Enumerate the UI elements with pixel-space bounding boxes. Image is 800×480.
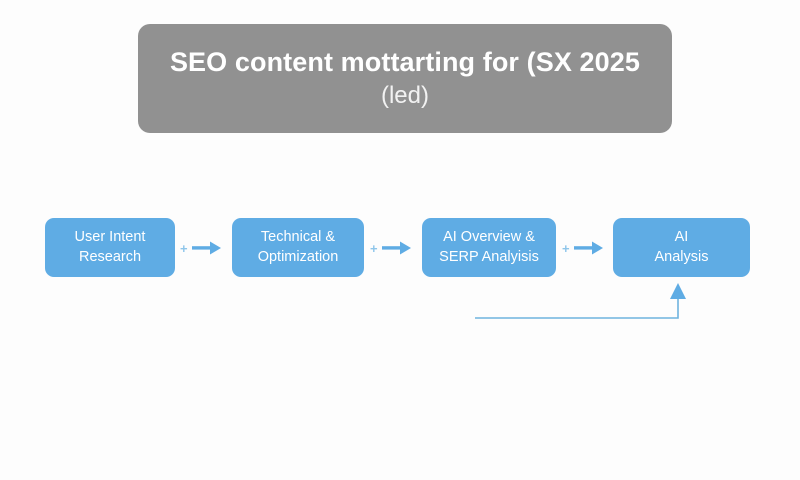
- flow-box-label-line-1: User Intent: [74, 228, 146, 245]
- process-flow-row: User Intent Research + Technical & Optim…: [0, 218, 800, 278]
- arrow-right-icon: [381, 241, 411, 255]
- arrow-right-icon: [573, 241, 603, 255]
- page-title-line-1: SEO content mottarting for (SX 2025: [169, 47, 641, 78]
- flow-box-label-line-1: AI: [674, 228, 689, 245]
- flow-box-label-line-1: AI Overview &: [443, 228, 535, 245]
- flow-box-label-line-1: Technical &: [260, 228, 336, 245]
- flow-box-label-line-2: Optimization: [257, 248, 339, 265]
- flow-connector-1: +: [180, 239, 222, 257]
- arrow-right-icon: [191, 241, 221, 255]
- flow-box-label-line-2: Research: [78, 248, 142, 265]
- page-title-line-2: (led): [380, 81, 429, 109]
- title-banner: SEO content mottarting for (SX 2025 (led…: [138, 24, 672, 133]
- flow-box-label-line-2: SERP Analyisis: [439, 248, 539, 265]
- flow-connector-2: +: [370, 239, 412, 257]
- feedback-arrow-up-icon: [475, 283, 686, 319]
- flow-box-label-line-2: Analysis: [654, 248, 709, 265]
- flow-box-technical-optimization[interactable]: Technical & Optimization: [232, 218, 364, 277]
- flow-box-user-intent-research[interactable]: User Intent Research: [45, 218, 175, 277]
- flow-connector-3: +: [562, 239, 604, 257]
- flow-box-ai-analysis[interactable]: AI Analysis: [613, 218, 750, 277]
- plus-icon: +: [370, 240, 378, 256]
- plus-icon: +: [180, 240, 188, 256]
- plus-icon: +: [562, 240, 570, 256]
- flow-box-ai-overview-serp-analysis[interactable]: AI Overview & SERP Analyisis: [422, 218, 556, 277]
